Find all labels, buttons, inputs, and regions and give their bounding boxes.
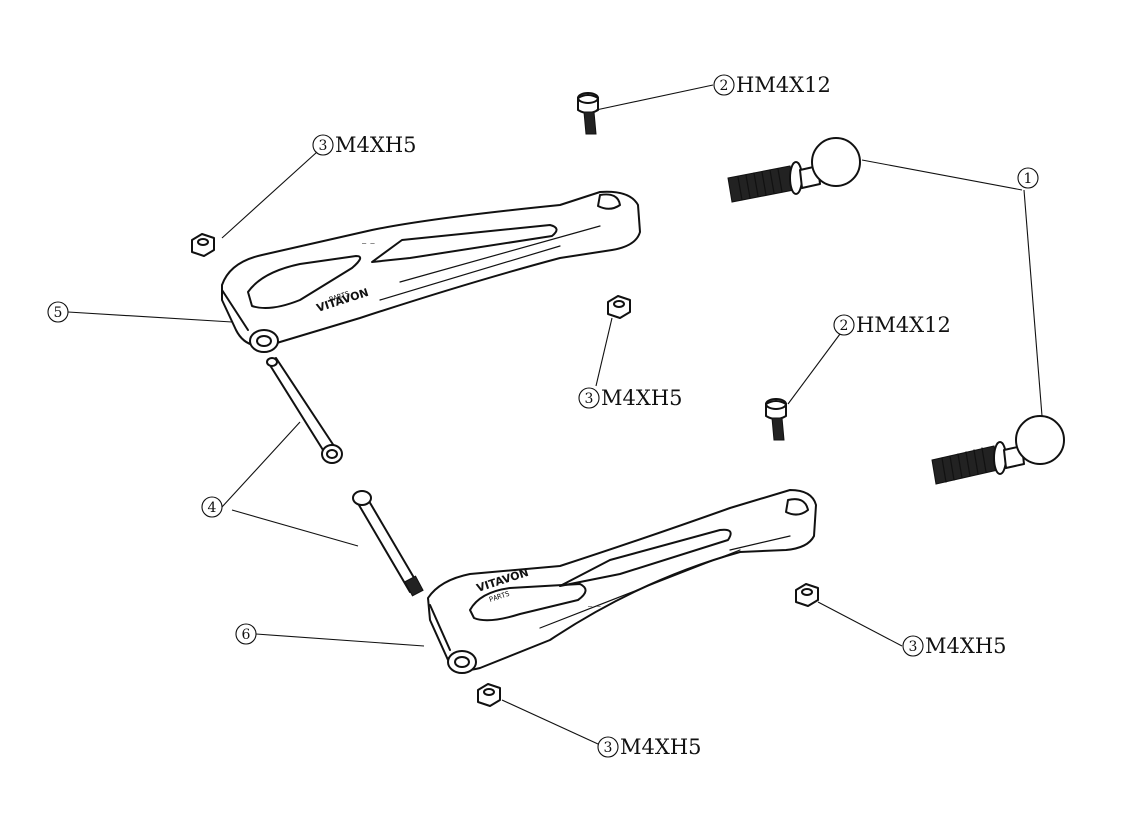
ball-stud-upper [727,137,861,203]
ball-stud-lower [931,415,1065,485]
callout-2-middle-number: 2 [840,318,849,334]
cap-screw-top [577,92,599,135]
callout-3-right: 3 M4XH5 [902,634,1007,658]
callout-3-center: 3 M4XH5 [578,386,683,410]
hinge-pin-upper [266,357,343,464]
callout-2-top-text: HM4X12 [736,73,831,97]
callout-2-middle: 2 HM4X12 [833,313,951,337]
cap-screw-middle [765,398,787,441]
upper-arm-mark: – — [362,239,375,247]
callout-5-number: 5 [54,305,63,321]
callout-6: 6 [235,623,257,645]
callout-3-upper-left: 3 M4XH5 [312,133,417,157]
leader-lines [67,84,1043,745]
callout-2-top-number: 2 [720,78,729,94]
callout-1: 1 [1017,167,1039,189]
callout-3c-text: M4XH5 [925,634,1007,658]
callout-5: 5 [47,301,69,323]
callout-3b-text: M4XH5 [601,386,683,410]
lower-a-arm: VITAVON PARTS — — [427,489,817,674]
lower-arm-mark: — — [588,602,601,610]
callout-4: 4 [201,496,223,518]
nut-right [795,583,819,607]
callout-3c-number: 3 [909,639,918,655]
callout-3b-number: 3 [585,391,594,407]
callout-3a-number: 3 [319,138,328,154]
hinge-pin-lower [352,490,424,597]
nut-bottom [477,683,501,707]
callout-2-top: 2 HM4X12 [713,73,831,97]
callout-3d-number: 3 [604,740,613,756]
callout-6-number: 6 [242,627,251,643]
callout-2-middle-text: HM4X12 [856,313,951,337]
nut-center [607,295,631,319]
upper-a-arm: VITAVON PARTS – — [221,190,641,353]
callout-3a-text: M4XH5 [335,133,417,157]
callout-3-bottom: 3 M4XH5 [597,735,702,759]
nut-upper-left [191,233,215,257]
callout-1-number: 1 [1024,171,1033,187]
callout-4-number: 4 [208,500,217,516]
callout-3d-text: M4XH5 [620,735,702,759]
